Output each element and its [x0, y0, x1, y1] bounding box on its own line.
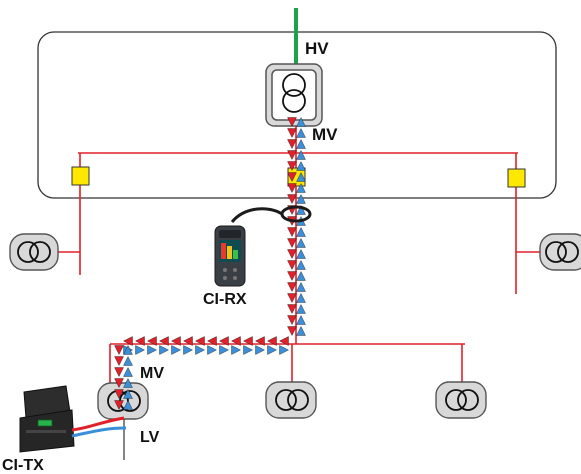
signal-arrow-right	[135, 345, 145, 355]
signal-arrow-down	[287, 315, 297, 325]
lv-label: LV	[140, 429, 160, 446]
signal-arrow-down	[114, 400, 124, 410]
transmitter-label: CI-TX	[2, 457, 44, 474]
signal-arrow-up	[296, 238, 306, 248]
cable-red	[71, 416, 125, 432]
signal-arrow-right	[219, 345, 229, 355]
hv-label: HV	[305, 39, 329, 58]
transformer-left	[9, 233, 59, 271]
signal-arrow-up	[296, 293, 306, 303]
signal-path-arrows	[114, 117, 306, 410]
mv-label-top: MV	[312, 125, 338, 144]
signal-arrow-right	[279, 345, 289, 355]
signal-arrow-down	[287, 238, 297, 248]
signal-arrow-up	[296, 128, 306, 138]
signal-arrow-down	[287, 139, 297, 149]
signal-arrow-down	[287, 271, 297, 281]
signal-arrow-down	[114, 378, 124, 388]
signal-arrow-down	[114, 367, 124, 377]
junction-box-left	[71, 166, 90, 186]
signal-arrow-right	[255, 345, 265, 355]
signal-arrow-down	[287, 183, 297, 193]
signal-arrow-left	[243, 336, 253, 346]
signal-arrow-down	[287, 326, 297, 336]
signal-arrow-up	[296, 315, 306, 325]
signal-arrow-right	[243, 345, 253, 355]
signal-arrow-up	[296, 139, 306, 149]
signal-arrow-right	[195, 345, 205, 355]
signal-arrow-up	[296, 172, 306, 182]
receiver-device	[214, 225, 246, 287]
transformer-right	[539, 233, 581, 271]
signal-arrow-right	[207, 345, 217, 355]
signal-arrow-up	[296, 271, 306, 281]
signal-arrow-down	[287, 227, 297, 237]
signal-arrow-up	[123, 367, 133, 377]
signal-arrow-left	[267, 336, 277, 346]
signal-arrow-right	[171, 345, 181, 355]
signal-arrow-left	[255, 336, 265, 346]
signal-arrow-down	[287, 161, 297, 171]
signal-arrow-left	[123, 336, 133, 346]
signal-arrow-left	[231, 336, 241, 346]
signal-arrow-up	[123, 378, 133, 388]
signal-arrow-up	[296, 194, 306, 204]
signal-arrow-down	[287, 117, 297, 127]
signal-arrow-up	[296, 282, 306, 292]
signal-arrow-up	[123, 345, 133, 355]
signal-arrow-right	[159, 345, 169, 355]
transformer-bottom-2	[265, 381, 317, 419]
signal-arrow-up	[123, 389, 133, 399]
signal-arrow-up	[296, 249, 306, 259]
signal-arrow-up	[296, 326, 306, 336]
signal-arrow-up	[296, 304, 306, 314]
signal-arrow-down	[287, 282, 297, 292]
transformer-bottom-3	[435, 381, 487, 419]
signal-arrow-down	[287, 172, 297, 182]
signal-arrow-right	[231, 345, 241, 355]
signal-arrow-up	[123, 356, 133, 366]
signal-arrow-down	[287, 150, 297, 160]
signal-arrow-right	[183, 345, 193, 355]
transmitter-device	[19, 385, 127, 453]
signal-arrow-up	[296, 150, 306, 160]
signal-arrow-down	[114, 345, 124, 355]
signal-arrow-up	[123, 400, 133, 410]
clamp-meter-icon	[214, 225, 246, 287]
junction-box-right	[507, 168, 526, 188]
signal-arrow-up	[296, 205, 306, 215]
signal-arrow-left	[171, 336, 181, 346]
signal-arrow-left	[159, 336, 169, 346]
signal-arrow-right	[147, 345, 157, 355]
current-clamp	[230, 205, 312, 224]
signal-arrow-up	[296, 227, 306, 237]
signal-arrow-up	[296, 117, 306, 127]
signal-arrow-down	[287, 260, 297, 270]
signal-arrow-left	[135, 336, 145, 346]
signal-arrow-up	[296, 183, 306, 193]
signal-arrow-left	[183, 336, 193, 346]
signal-arrow-down	[287, 249, 297, 259]
signal-arrow-down	[287, 293, 297, 303]
receiver-label: CI-RX	[203, 291, 247, 308]
signal-arrow-up	[296, 161, 306, 171]
signal-arrow-left	[207, 336, 217, 346]
signal-arrow-left	[195, 336, 205, 346]
signal-arrow-down	[287, 194, 297, 204]
signal-arrow-down	[114, 389, 124, 399]
signal-arrow-up	[296, 260, 306, 270]
signal-arrow-down	[287, 128, 297, 138]
signal-generator-case-icon	[19, 385, 75, 453]
cable-blue	[71, 426, 127, 438]
signal-arrow-down	[287, 304, 297, 314]
signal-arrow-left	[219, 336, 229, 346]
transformer-icon	[282, 73, 306, 113]
main-transformer	[265, 63, 323, 127]
signal-arrow-right	[267, 345, 277, 355]
signal-arrow-left	[147, 336, 157, 346]
mv-label-bottom: MV	[140, 365, 164, 382]
signal-arrow-left	[279, 336, 289, 346]
signal-arrow-down	[114, 356, 124, 366]
